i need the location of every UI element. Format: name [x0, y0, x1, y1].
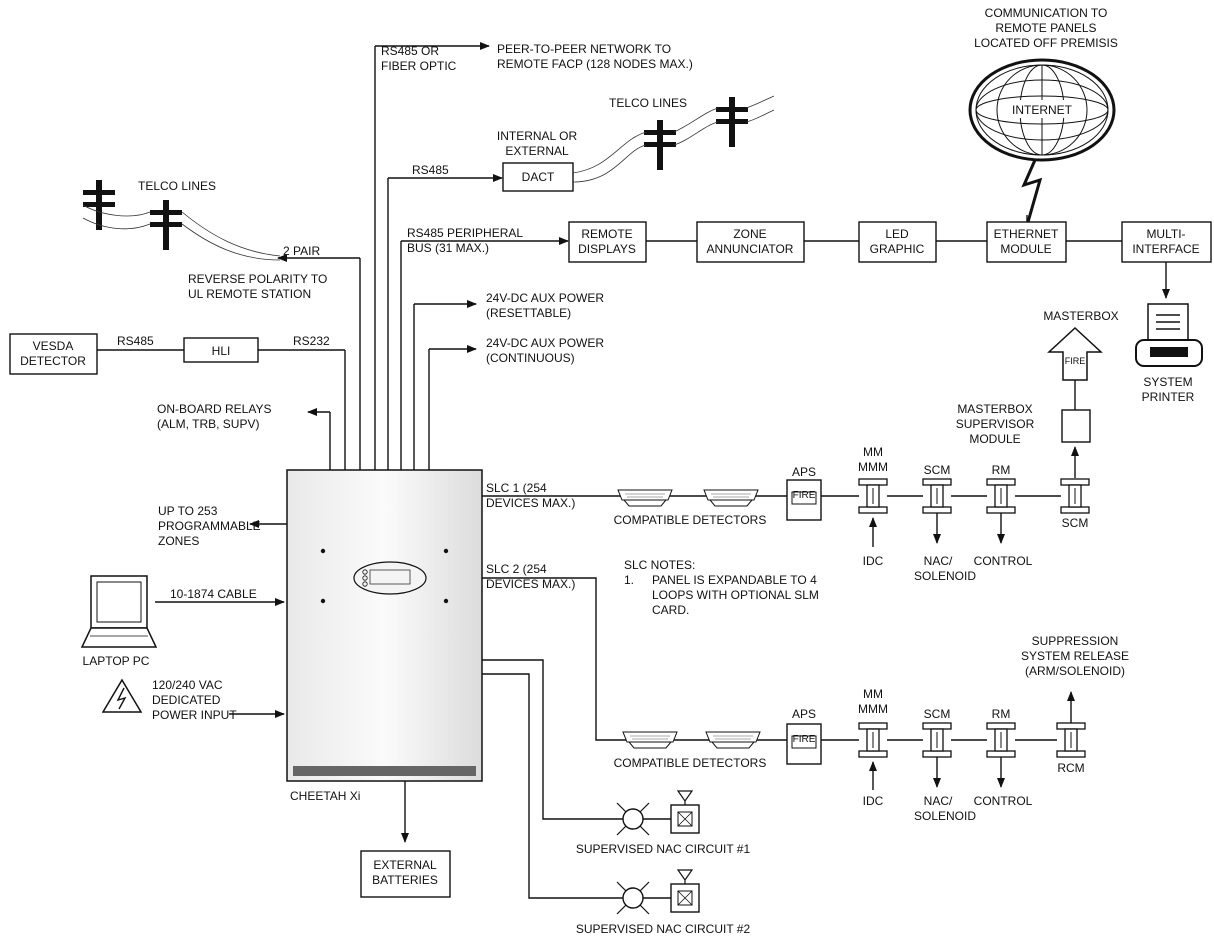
rcm-module-icon [1056, 722, 1086, 758]
telco-poles-right-icon [572, 95, 775, 183]
detector-icon [705, 731, 761, 749]
multi-interface-box [1121, 221, 1212, 263]
masterbox-fire-label: FIRE [1065, 356, 1086, 366]
nac-circuit-1-label: SUPERVISED NAC CIRCUIT #1 [576, 842, 751, 856]
hli-label: HLI [212, 344, 231, 358]
control-1-label: CONTROL [974, 554, 1033, 568]
rs485-dact-label: RS485 [412, 163, 449, 177]
ethernet-module-box [986, 221, 1067, 263]
remote-displays-box [568, 221, 647, 263]
detector-icon [617, 489, 673, 507]
idc-1-label: IDC [863, 554, 884, 568]
scm-2-module-icon [922, 722, 952, 758]
mm-1-module-icon [858, 478, 888, 514]
scm-2-label: SCM [924, 707, 951, 721]
panel-name-label: CHEETAH Xi [290, 789, 360, 803]
scm-1b-module-icon [1060, 478, 1090, 514]
top-wires [258, 42, 569, 470]
nac-solenoid-1-label: NAC/SOLENOID [914, 554, 976, 583]
cheetah-panel [286, 469, 483, 782]
aux-resettable-label: 24V-DC AUX POWER(RESETTABLE) [486, 291, 604, 320]
scm-1-label: SCM [924, 463, 951, 477]
idc-2-label: IDC [863, 794, 884, 808]
aps-1-label: FIRE [793, 490, 816, 501]
masterbox-house-icon [1047, 326, 1103, 381]
rm-2-module-icon [986, 722, 1016, 758]
compatible-detectors-2-label: COMPATIBLE DETECTORS [614, 756, 767, 770]
scm-1b-label: SCM [1062, 516, 1089, 530]
cable-label: 10-1874 CABLE [170, 587, 257, 601]
slc-notes-number: 1. [624, 573, 634, 587]
laptop-icon [80, 575, 158, 648]
printer-icon [1135, 303, 1203, 367]
high-voltage-warning-icon [101, 678, 143, 713]
batteries-box [360, 850, 451, 898]
mm-2-module-icon [858, 722, 888, 758]
telco-lines-right-label: TELCO LINES [609, 96, 687, 110]
aps-2-label: FIRE [793, 734, 816, 745]
two-pair-label: 2 PAIR [283, 244, 320, 258]
onboard-relays-label: ON-BOARD RELAYS(ALM, TRB, SUPV) [157, 402, 271, 431]
rm-1-label: RM [992, 463, 1011, 477]
nac-solenoid-2-label: NAC/SOLENOID [914, 794, 976, 823]
multi-interface-label: MULTI-INTERFACE [1132, 227, 1199, 256]
led-graphic-box [858, 221, 937, 263]
internet-globe-icon [968, 58, 1116, 223]
compatible-detectors-1-label: COMPATIBLE DETECTORS [614, 513, 767, 527]
telco-lines-left-label: TELCO LINES [138, 179, 216, 193]
dact-label: DACT [522, 170, 555, 184]
hli-box [183, 337, 259, 363]
masterbox-module-box [1061, 409, 1091, 443]
laptop-label: LAPTOP PC [83, 654, 150, 668]
rm-2-label: RM [992, 707, 1011, 721]
aux-continuous-label: 24V-DC AUX POWER(CONTINUOUS) [486, 336, 604, 365]
detector-icon [703, 489, 759, 507]
aps-1-title: APS [792, 465, 816, 479]
rcm-label: RCM [1057, 761, 1084, 775]
telco-poles-left-icon [82, 180, 281, 261]
nac-circuit-2-label: SUPERVISED NAC CIRCUIT #2 [576, 922, 751, 936]
vesda-box [9, 333, 98, 375]
rs232-label: RS232 [293, 334, 330, 348]
internet-label: INTERNET [1012, 103, 1073, 117]
masterbox-label: MASTERBOX [1043, 309, 1118, 323]
control-2-label: CONTROL [974, 794, 1033, 808]
nac-2-devices-icon [616, 869, 700, 915]
aps-2-title: APS [792, 707, 816, 721]
zone-annunciator-box [696, 221, 805, 263]
dact-box [502, 162, 574, 192]
slc-notes-title: SLC NOTES: [624, 558, 695, 572]
rm-1-module-icon [986, 478, 1016, 514]
detector-icon [622, 731, 678, 749]
scm-1-module-icon [922, 478, 952, 514]
nac-1-devices-icon [616, 790, 700, 836]
rs485-vesda-label: RS485 [117, 334, 154, 348]
